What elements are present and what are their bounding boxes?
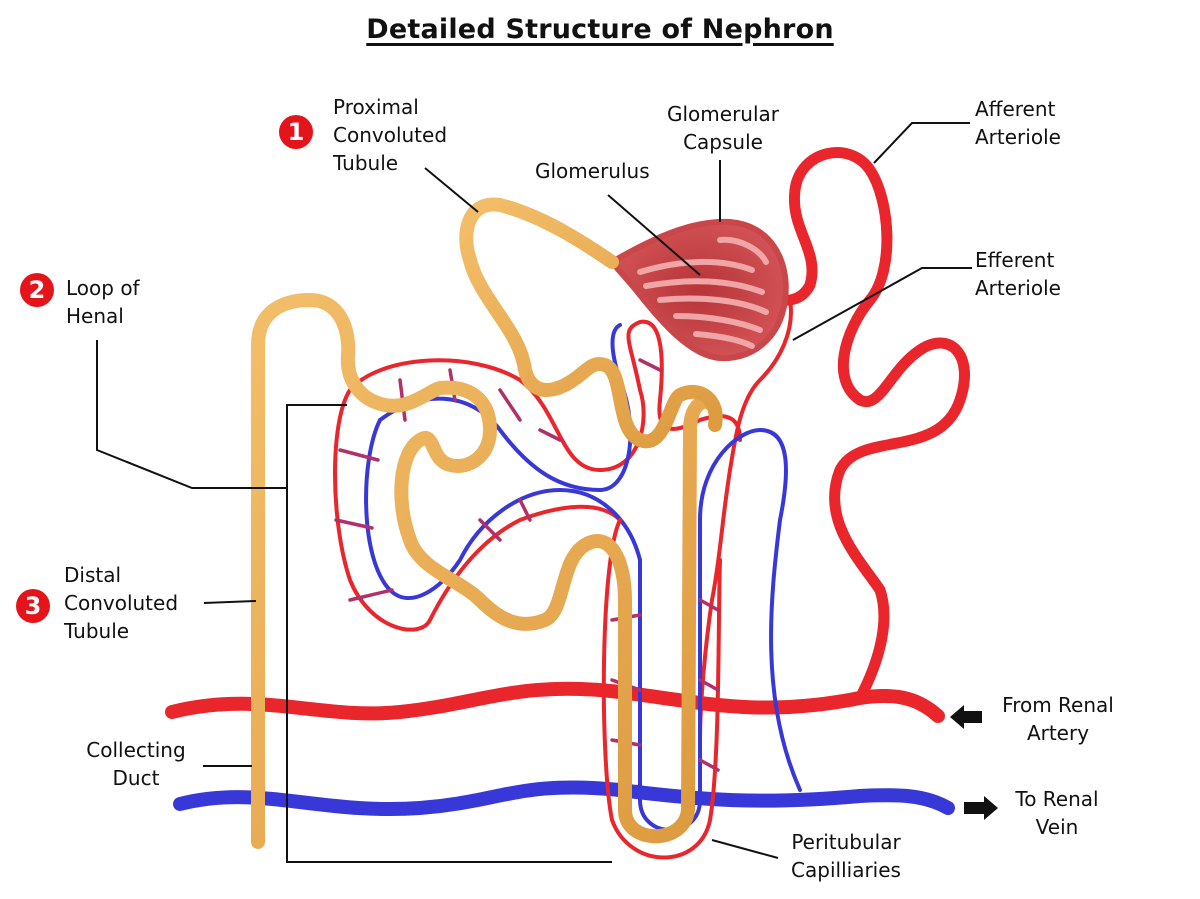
label-efferent-arteriole: Efferent Arteriole — [975, 248, 1061, 300]
right-arrow-icon — [964, 796, 998, 820]
afferent-arteriole-vessel — [764, 147, 970, 704]
renal-vein-vessel — [173, 780, 955, 817]
leader-line-dct — [203, 600, 257, 604]
efferent-arteriole-vessel — [698, 298, 793, 742]
renal-tubule — [251, 197, 723, 849]
proximal-convoluted-tubule-tube — [459, 197, 723, 449]
leader-line-glomerulus — [607, 194, 701, 276]
leader-lines — [96, 122, 972, 863]
glomerular-capsule-shape — [607, 218, 789, 362]
label-peritubular-capillaries: Peritubular Capilliaries — [791, 830, 901, 882]
label-distal-convoluted-tubule: Distal Convoluted Tubule — [64, 563, 179, 643]
label-afferent-arteriole: Afferent Arteriole — [975, 97, 1061, 149]
leader-line-efferent — [792, 267, 972, 341]
glomerulus-shape — [637, 236, 769, 349]
leader-line-loop — [96, 340, 287, 489]
badge-3: 3 — [16, 589, 50, 623]
leader-line-afferent — [873, 122, 970, 164]
label-proximal-convoluted-tubule: Proximal Convoluted Tubule — [333, 95, 448, 175]
label-loop-of-henle: Loop of Henal — [66, 276, 140, 328]
left-arrow-icon — [950, 705, 982, 729]
diagram-title-text: Detailed Structure of Nephron — [366, 14, 834, 45]
diagram-title: Detailed Structure of Nephron — [0, 14, 1200, 45]
label-collecting-duct: Collecting Duct — [86, 738, 186, 790]
leader-line-peritubular — [711, 839, 779, 859]
badge-2: 2 — [20, 273, 54, 307]
leader-line-loop-bracket — [286, 404, 612, 863]
leader-line-pct — [424, 167, 479, 213]
label-glomerular-capsule: Glomerular Capsule — [666, 102, 779, 154]
collecting-duct-tube — [251, 293, 722, 849]
badge-1: 1 — [279, 115, 313, 149]
label-from-renal-artery: From Renal Artery — [1002, 693, 1114, 745]
label-to-renal-vein: To Renal Vein — [1015, 787, 1099, 839]
label-glomerulus: Glomerulus — [535, 159, 650, 183]
